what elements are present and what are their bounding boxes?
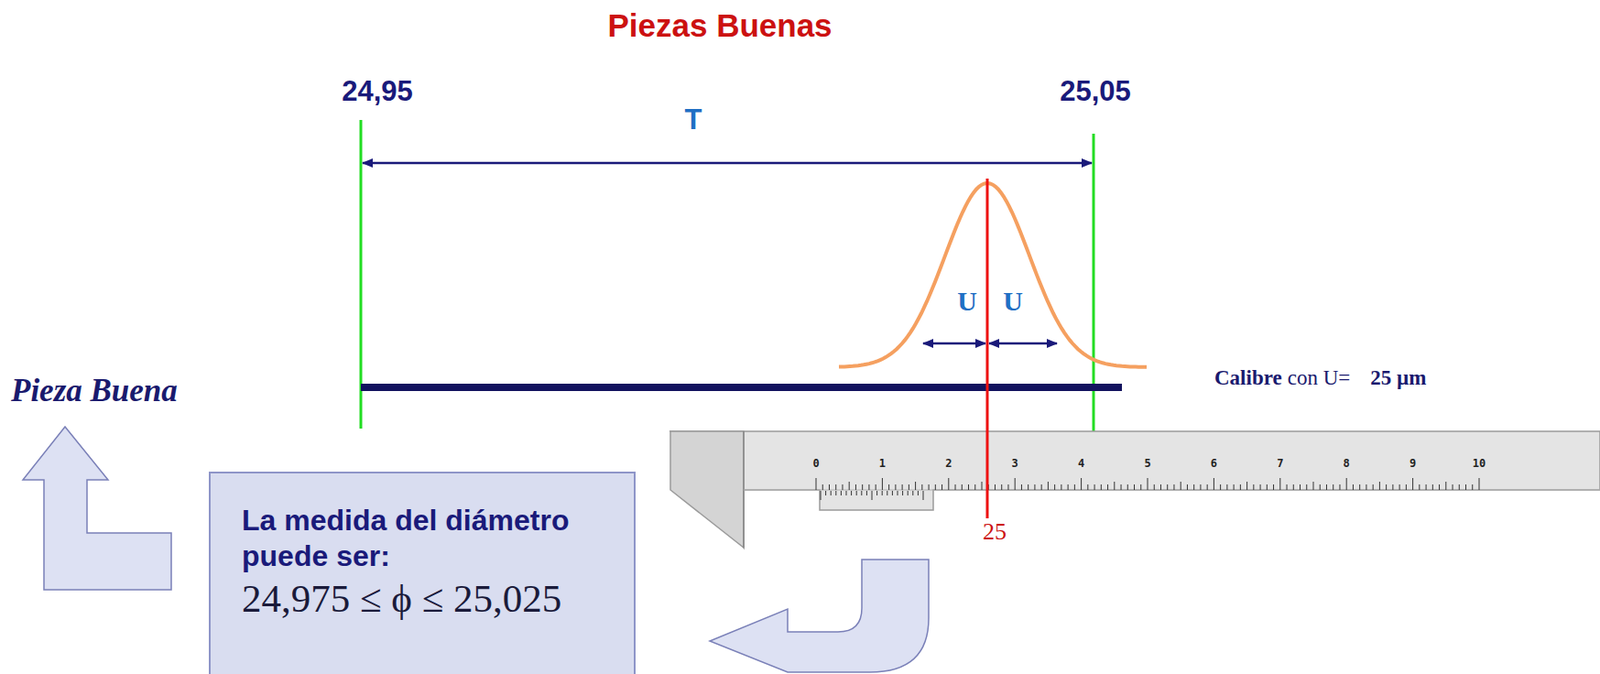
measured-value: 25 <box>982 518 1007 546</box>
diameter-formula: 24,975 ≤ ϕ ≤ 25,025 <box>241 576 616 621</box>
tolerance-label: T <box>685 103 703 137</box>
caliper-spec-text: Calibre <box>1214 366 1283 390</box>
uncertainty-label: U <box>1002 285 1024 317</box>
curved-block-arrow <box>709 559 929 673</box>
scale-number: 7 <box>1276 457 1284 470</box>
gaussian-curve <box>838 183 1147 368</box>
caliper-spec-text: con U= <box>1287 366 1351 390</box>
uncertainty-label: U <box>957 285 978 317</box>
caliper <box>670 431 1600 548</box>
scale-number: 5 <box>1143 457 1151 470</box>
limit-value: 25,05 <box>1059 75 1132 109</box>
scale-number: 9 <box>1409 457 1416 470</box>
measurement-line <box>986 178 990 519</box>
part-bar <box>360 383 1122 392</box>
result-label: Pieza Buena <box>10 372 178 410</box>
scale-number: 10 <box>1472 457 1486 470</box>
caliper-spec-text: 25 µm <box>1370 366 1426 390</box>
note-box: La medida del diámetro puede ser:24,975 … <box>208 471 636 674</box>
scale-number: 3 <box>1012 457 1019 470</box>
tolerance-arrow <box>362 162 1092 165</box>
title: Piezas Buenas <box>607 7 832 44</box>
upper-limit-line <box>1092 133 1096 458</box>
u-arrow-right <box>989 342 1057 346</box>
note-text: La medida del diámetro puede ser: <box>241 502 609 575</box>
scale-number: 2 <box>945 457 952 470</box>
scale-number: 6 <box>1210 457 1218 470</box>
scale-number: 4 <box>1077 457 1085 470</box>
caliper-spec: Calibrecon U= 25 µm <box>1214 366 1426 391</box>
u-arrow-left <box>923 342 986 346</box>
scale-number: 1 <box>879 457 886 470</box>
scale-number: 0 <box>812 457 819 470</box>
up-block-arrow <box>22 426 172 590</box>
limit-value: 24,95 <box>341 75 414 109</box>
scale-number: 8 <box>1343 457 1350 470</box>
lower-limit-line <box>359 119 363 429</box>
